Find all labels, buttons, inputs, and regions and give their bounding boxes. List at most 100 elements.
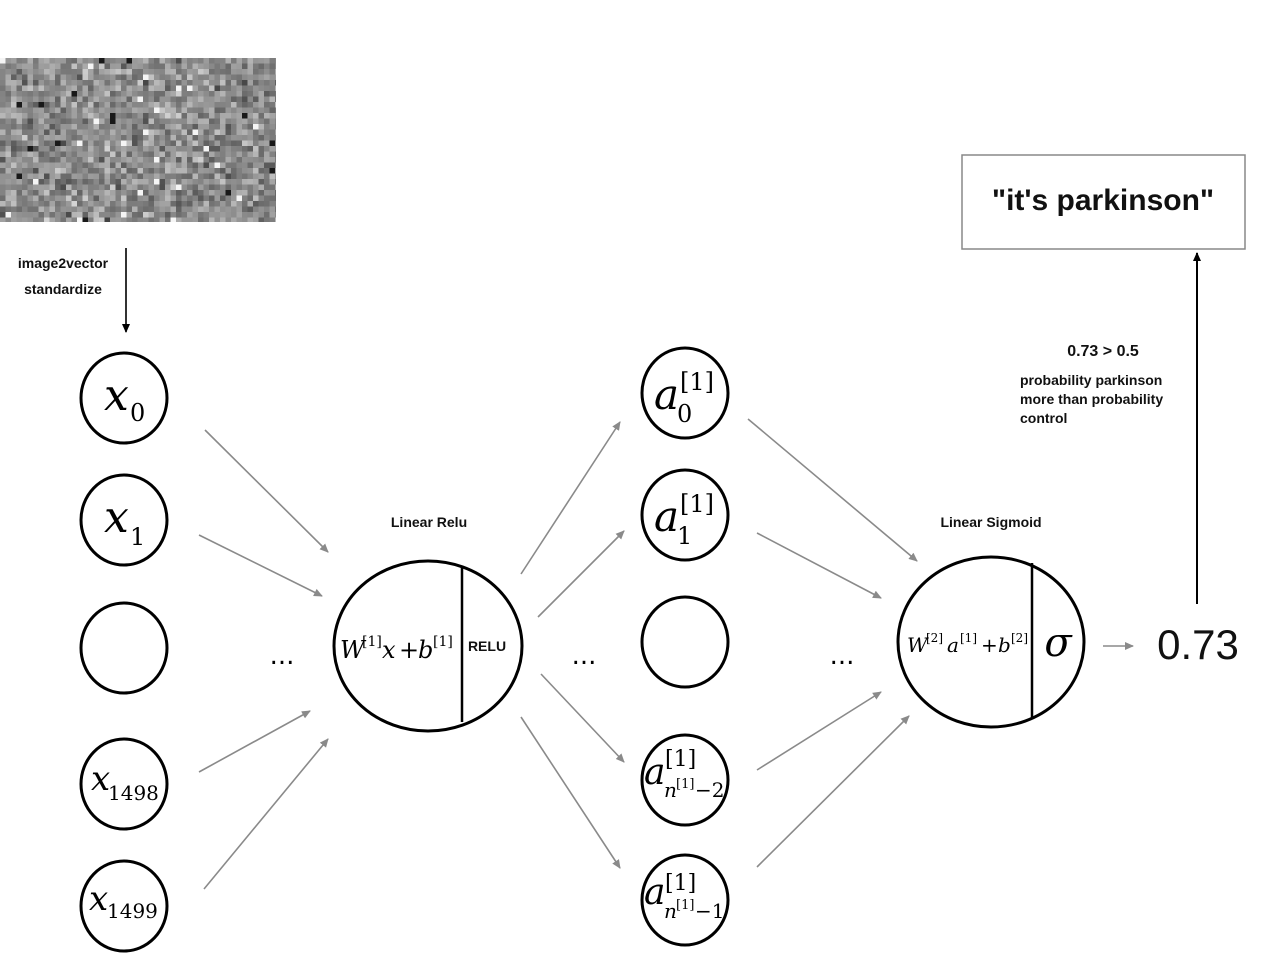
noise-pixel <box>77 80 83 86</box>
noise-pixel <box>71 63 78 70</box>
noise-pixel <box>247 58 254 64</box>
noise-pixel <box>209 69 215 75</box>
noise-pixel <box>264 85 270 92</box>
hidden-node-an1: a [1] n [1] −1 <box>640 853 730 947</box>
noise-pixel <box>110 102 116 108</box>
noise-pixel <box>214 206 221 213</box>
noise-pixel <box>44 135 50 141</box>
noise-pixel <box>55 195 61 202</box>
noise-pixel <box>22 151 28 158</box>
noise-pixel <box>170 129 177 136</box>
noise-pixel <box>93 184 100 191</box>
noise-pixel <box>159 157 166 163</box>
noise-pixel <box>247 129 254 136</box>
noise-pixel <box>275 162 276 169</box>
noise-pixel <box>60 118 67 125</box>
noise-pixel <box>253 102 259 108</box>
svg-text:−1: −1 <box>695 899 724 923</box>
noise-pixel <box>11 140 17 147</box>
noise-pixel <box>181 184 188 191</box>
noise-pixel <box>214 63 221 70</box>
noise-pixel <box>236 173 243 180</box>
noise-pixel <box>44 96 50 103</box>
noise-pixel <box>198 217 204 222</box>
noise-pixel <box>269 217 276 222</box>
noise-pixel <box>0 184 6 191</box>
noise-pixel <box>148 157 155 163</box>
noise-pixel <box>38 85 45 92</box>
noise-pixel <box>77 217 83 222</box>
noise-pixel <box>104 118 111 125</box>
noise-pixel <box>93 157 100 163</box>
noise-pixel <box>44 201 50 207</box>
noise-pixel <box>5 184 12 191</box>
noise-pixel <box>104 168 111 174</box>
noise-pixel <box>71 217 78 222</box>
noise-pixel <box>71 129 78 136</box>
noise-pixel <box>181 135 188 141</box>
noise-pixel <box>143 63 149 70</box>
noise-pixel <box>214 107 221 114</box>
noise-pixel <box>132 96 138 103</box>
noise-pixel <box>143 74 149 81</box>
noise-pixel <box>187 91 193 97</box>
noise-pixel <box>275 129 276 136</box>
noise-pixel <box>126 135 133 141</box>
noise-pixel <box>121 96 127 103</box>
noise-pixel <box>198 201 204 207</box>
noise-pixel <box>264 151 270 158</box>
noise-pixel <box>154 212 160 218</box>
noise-pixel <box>176 118 182 125</box>
noise-pixel <box>132 107 138 114</box>
noise-pixel <box>55 107 61 114</box>
noise-pixel <box>258 102 265 108</box>
noise-pixel <box>170 107 177 114</box>
noise-pixel <box>49 168 56 174</box>
noise-pixel <box>49 179 56 185</box>
noise-pixel <box>11 201 17 207</box>
noise-pixel <box>22 85 28 92</box>
noise-pixel <box>187 124 193 130</box>
noise-pixel <box>231 162 237 169</box>
noise-pixel <box>60 140 67 147</box>
noise-pixel <box>110 113 116 119</box>
noise-pixel <box>66 113 72 119</box>
noise-pixel <box>203 74 210 81</box>
noise-pixel <box>5 113 12 119</box>
noise-pixel <box>264 58 270 64</box>
noise-pixel <box>88 124 94 130</box>
noise-pixel <box>93 74 100 81</box>
noise-pixel <box>148 102 155 108</box>
noise-pixel <box>16 58 23 64</box>
input-node-x1498: x 1498 <box>79 737 169 831</box>
noise-pixel <box>55 118 61 125</box>
noise-pixel <box>38 179 45 185</box>
noise-pixel <box>93 135 100 141</box>
noise-pixel <box>82 140 89 147</box>
noise-pixel <box>275 91 276 97</box>
noise-pixel <box>27 113 34 119</box>
noise-pixel <box>5 58 12 64</box>
noise-pixel <box>198 91 204 97</box>
noise-pixel <box>170 113 177 119</box>
noise-pixel <box>209 91 215 97</box>
noise-pixel <box>55 91 61 97</box>
noise-pixel <box>247 135 254 141</box>
noise-pixel <box>242 190 248 196</box>
result-box: "it's parkinson" <box>961 154 1246 250</box>
noise-pixel <box>77 195 83 202</box>
noise-pixel <box>5 107 12 114</box>
noise-pixel <box>253 69 259 75</box>
noise-pixel <box>126 217 133 222</box>
noise-pixel <box>44 179 50 185</box>
noise-pixel <box>115 135 122 141</box>
noise-pixel <box>181 212 188 218</box>
noise-pixel <box>165 113 171 119</box>
noise-pixel <box>269 102 276 108</box>
noise-pixel <box>104 173 111 180</box>
noise-pixel <box>148 184 155 191</box>
noise-pixel <box>176 80 182 86</box>
noise-pixel <box>22 63 28 70</box>
noise-pixel <box>253 173 259 180</box>
noise-pixel <box>77 168 83 174</box>
